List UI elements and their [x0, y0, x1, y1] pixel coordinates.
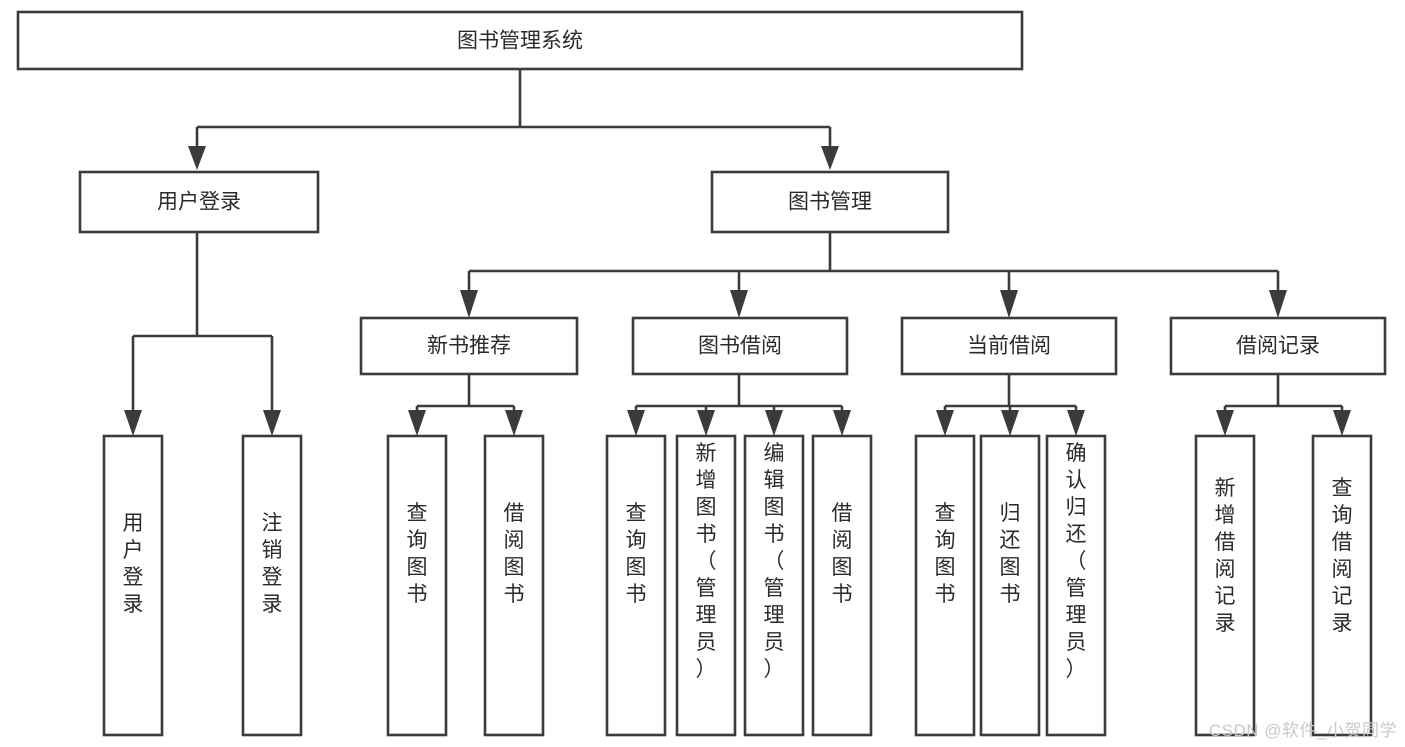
leaf-node[interactable]: 归还图书	[979, 434, 1041, 737]
leaf-node[interactable]: 借阅图书	[483, 434, 545, 737]
arrowhead-currentborrow-leaf-1	[1001, 410, 1019, 436]
node-current-borrow-box[interactable]	[900, 316, 1118, 376]
arrowhead-bookborrow-leaf-2	[765, 410, 783, 436]
arrowhead-current-borrow	[1000, 290, 1018, 318]
leaf-bookborrow-add-label: 新增图书（管理员）	[696, 442, 717, 681]
arrowhead-bookborrow-leaf-3	[833, 410, 851, 436]
node-borrow-record-label: 借阅记录	[1236, 335, 1320, 358]
node-current-borrow-label: 当前借阅	[967, 335, 1051, 358]
leaf-borrowrecord-add-box[interactable]	[1194, 434, 1256, 737]
leaf-logout-box[interactable]	[241, 434, 303, 737]
node-borrow-record[interactable]: 借阅记录	[1169, 316, 1387, 376]
leaf-currentborrow-query-label: 查询图书	[935, 502, 956, 606]
leaf-borrowrecord-add-label: 新增借阅记录	[1215, 477, 1236, 635]
leaf-user-login-label: 用户登录	[123, 512, 144, 616]
leaf-borrowrecord-query-label: 查询借阅记录	[1332, 477, 1353, 635]
leaf-node[interactable]: 注销登录	[241, 434, 303, 737]
node-book-manage-label: 图书管理	[788, 191, 872, 214]
node-root[interactable]: 图书管理系统	[16, 10, 1024, 71]
leaf-node[interactable]: 新增借阅记录	[1194, 434, 1256, 737]
connector-layer	[124, 69, 1351, 436]
arrowhead-borrow-record	[1269, 290, 1287, 318]
leaf-currentborrow-return-label: 归还图书	[1000, 502, 1021, 606]
node-root-label: 图书管理系统	[457, 30, 583, 53]
arrowhead-userlogin-leaf-1	[263, 410, 281, 436]
arrowhead-bookborrow-leaf-0	[627, 410, 645, 436]
leaf-node[interactable]: 查询借阅记录	[1311, 434, 1373, 737]
node-user-login[interactable]: 用户登录	[78, 170, 320, 234]
leaf-user-login-box[interactable]	[102, 434, 164, 737]
leaf-currentborrow-return-box[interactable]	[979, 434, 1041, 737]
leaf-node[interactable]: 查询图书	[386, 434, 448, 737]
node-new-book-recommend[interactable]: 新书推荐	[359, 316, 579, 376]
node-new-book-recommend-label: 新书推荐	[427, 335, 511, 358]
arrowhead-new-book	[460, 290, 478, 318]
leaf-node[interactable]: 查询图书	[914, 434, 976, 737]
leaf-newbook-borrow-box[interactable]	[483, 434, 545, 737]
leaf-node[interactable]: 用户登录	[102, 434, 164, 737]
leaf-borrowrecord-query-box[interactable]	[1311, 434, 1373, 737]
leaf-bookborrow-edit-label: 编辑图书（管理员）	[764, 442, 785, 681]
arrowhead-bookborrow-leaf-1	[697, 410, 715, 436]
leaf-node[interactable]: 编辑图书（管理员）	[743, 434, 805, 737]
node-book-borrow-label: 图书借阅	[698, 335, 782, 358]
leaf-currentborrow-confirm-label: 确认归还（管理员）	[1066, 442, 1087, 681]
leaf-newbook-query-label: 查询图书	[407, 502, 428, 606]
leaf-bookborrow-query-box[interactable]	[605, 434, 667, 737]
arrowhead-user-login	[188, 146, 206, 170]
arrowhead-newbook-leaf-1	[505, 410, 523, 436]
leaf-logout-label: 注销登录	[262, 512, 283, 616]
leaf-node[interactable]: 新增图书（管理员）	[675, 434, 737, 737]
node-root-box[interactable]	[16, 10, 1024, 71]
arrowhead-book-borrow	[730, 290, 748, 318]
leaf-node[interactable]: 确认归还（管理员）	[1045, 434, 1107, 737]
arrowhead-borrowrecord-leaf-1	[1333, 410, 1351, 436]
leaf-newbook-query-box[interactable]	[386, 434, 448, 737]
arrowhead-currentborrow-leaf-2	[1067, 410, 1085, 436]
arrowhead-newbook-leaf-0	[408, 410, 426, 436]
arrowhead-userlogin-leaf-0	[124, 410, 142, 436]
node-new-book-recommend-box[interactable]	[359, 316, 579, 376]
node-borrow-record-box[interactable]	[1169, 316, 1387, 376]
leaf-currentborrow-query-box[interactable]	[914, 434, 976, 737]
node-book-borrow[interactable]: 图书借阅	[631, 316, 849, 376]
node-book-manage-box[interactable]	[710, 170, 950, 234]
leaf-bookborrow-add-box[interactable]	[675, 434, 737, 737]
leaf-bookborrow-borrow-label: 借阅图书	[832, 502, 853, 606]
leaf-bookborrow-edit-box[interactable]	[743, 434, 805, 737]
node-user-login-box[interactable]	[78, 170, 320, 234]
node-user-login-label: 用户登录	[157, 191, 241, 214]
arrowhead-borrowrecord-leaf-0	[1216, 410, 1234, 436]
leaf-node[interactable]: 借阅图书	[811, 434, 873, 737]
leaf-bookborrow-query-label: 查询图书	[626, 502, 647, 606]
leaf-currentborrow-confirm-box[interactable]	[1045, 434, 1107, 737]
leaf-newbook-borrow-label: 借阅图书	[504, 502, 525, 606]
arrowhead-book-manage	[821, 146, 839, 170]
node-book-borrow-box[interactable]	[631, 316, 849, 376]
arrowhead-currentborrow-leaf-0	[936, 410, 954, 436]
node-current-borrow[interactable]: 当前借阅	[900, 316, 1118, 376]
watermark-label: CSDN @软件_小贺同学	[1208, 721, 1397, 740]
node-book-manage[interactable]: 图书管理	[710, 170, 950, 234]
leaf-bookborrow-borrow-box[interactable]	[811, 434, 873, 737]
leaf-node[interactable]: 查询图书	[605, 434, 667, 737]
